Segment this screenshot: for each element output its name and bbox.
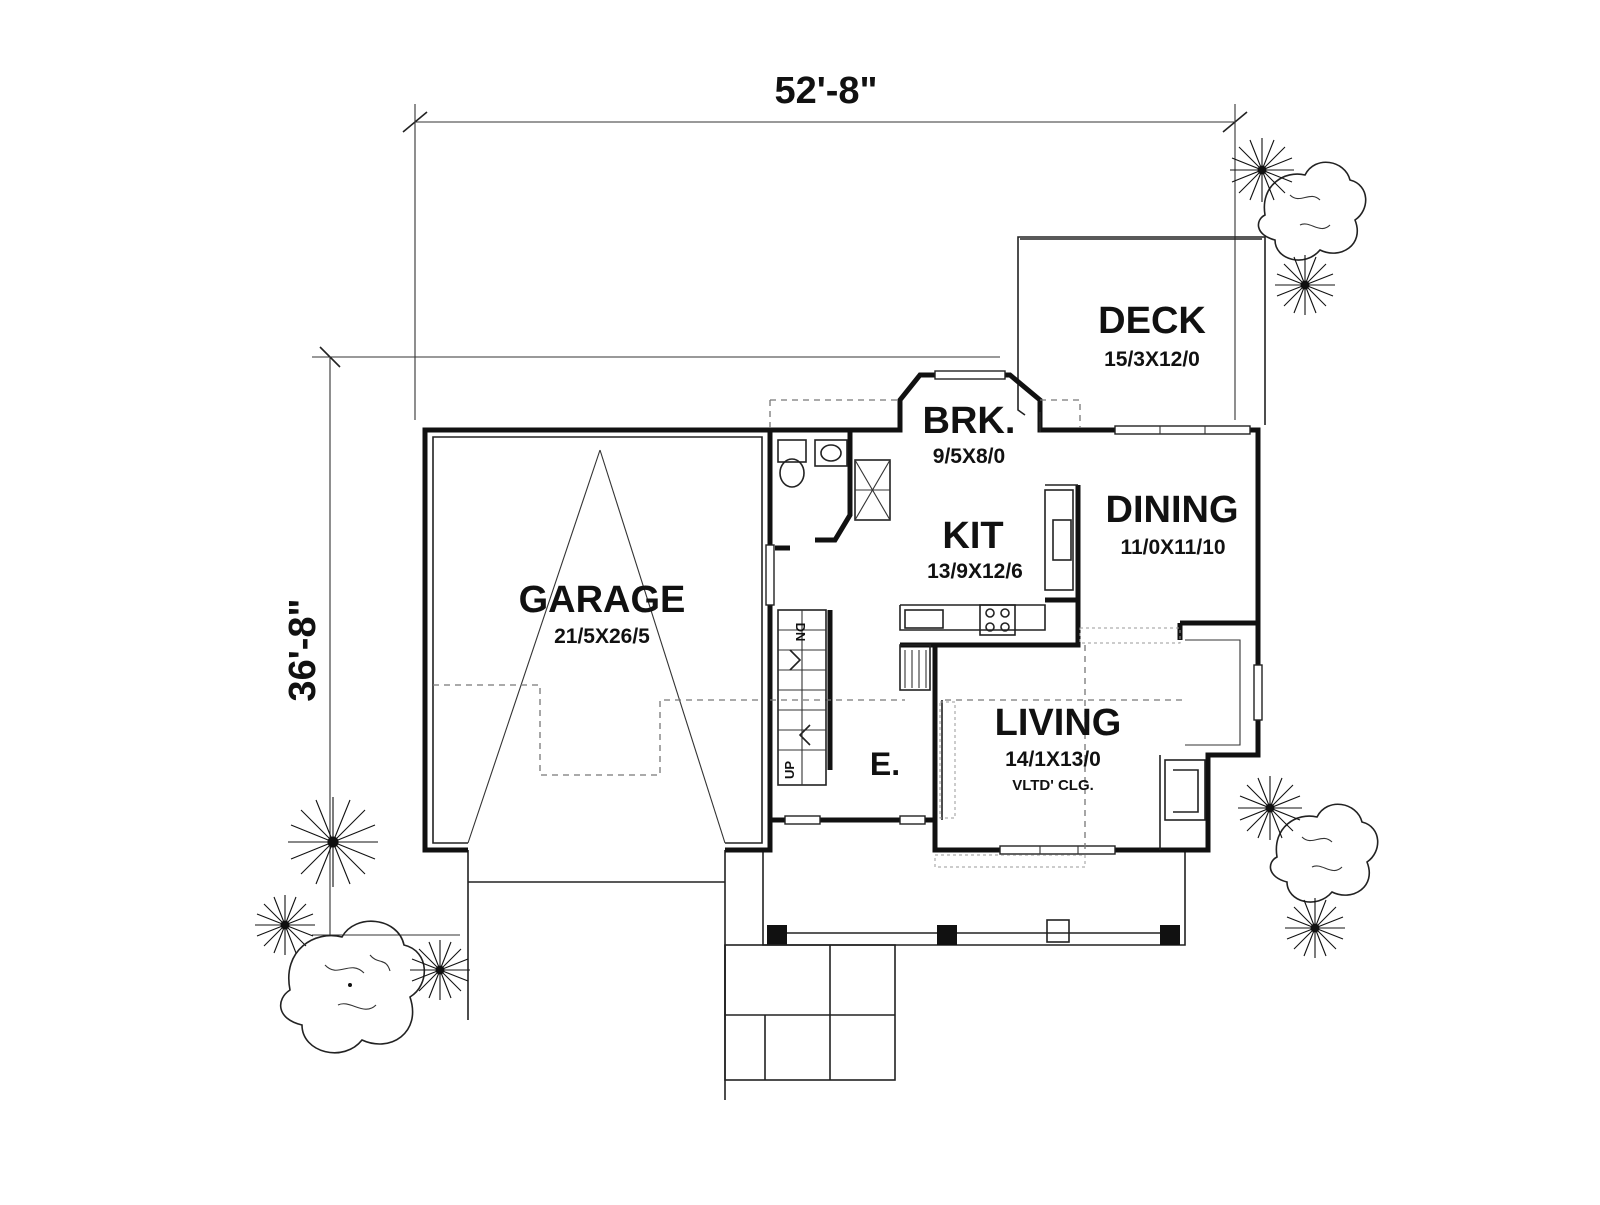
garage-size: 21/5X26/5 xyxy=(554,625,650,648)
tree-icon xyxy=(1257,161,1367,261)
garage-interior-lines xyxy=(433,449,905,844)
entry-closet xyxy=(899,644,931,691)
kitchen-label: KIT xyxy=(942,515,1003,557)
deck-size: 15/3X12/0 xyxy=(1104,348,1200,371)
stairs-down-label: DN xyxy=(793,623,808,642)
kitchen-size: 13/9X12/6 xyxy=(927,560,1023,583)
shrub-icon xyxy=(410,940,470,1000)
front-walk xyxy=(724,944,896,1100)
tree-icon xyxy=(1269,803,1379,903)
shrub-icon xyxy=(255,895,315,955)
living-size: 14/1X13/0 xyxy=(1005,748,1101,771)
shrub-icon xyxy=(1238,776,1302,840)
entry-label: E. xyxy=(870,746,900,782)
deck-outline xyxy=(1017,236,1266,425)
breakfast-label: BRK. xyxy=(923,400,1016,442)
width-dimension-line xyxy=(402,104,1248,420)
breakfast-size: 9/5X8/0 xyxy=(933,445,1005,468)
driveway xyxy=(467,850,726,1020)
depth-dimension-line xyxy=(312,346,1000,936)
dining-size: 11/0X11/10 xyxy=(1120,536,1225,559)
tree-icon xyxy=(279,920,426,1054)
living-label: LIVING xyxy=(995,702,1122,744)
shrub-icon xyxy=(288,797,378,887)
pantry xyxy=(854,459,891,521)
width-dimension-label: 52'-8" xyxy=(774,70,877,112)
kitchen-counters xyxy=(899,484,1078,636)
garage-label: GARAGE xyxy=(519,579,686,621)
half-bath-fixtures xyxy=(769,399,1081,488)
shrub-icon xyxy=(1230,138,1294,202)
shrub-icon xyxy=(1275,255,1335,315)
front-porch xyxy=(762,850,1186,946)
depth-dimension-label: 36'-8" xyxy=(282,598,324,701)
living-details xyxy=(934,627,1241,868)
windows xyxy=(765,370,1263,855)
deck-label: DECK xyxy=(1098,300,1206,342)
stairs-up-label: UP xyxy=(782,761,797,779)
shrub-icon xyxy=(1285,898,1345,958)
living-ceiling-note: VLTD' CLG. xyxy=(1012,777,1094,794)
dining-label: DINING xyxy=(1106,489,1239,531)
stairs[interactable] xyxy=(777,609,827,786)
